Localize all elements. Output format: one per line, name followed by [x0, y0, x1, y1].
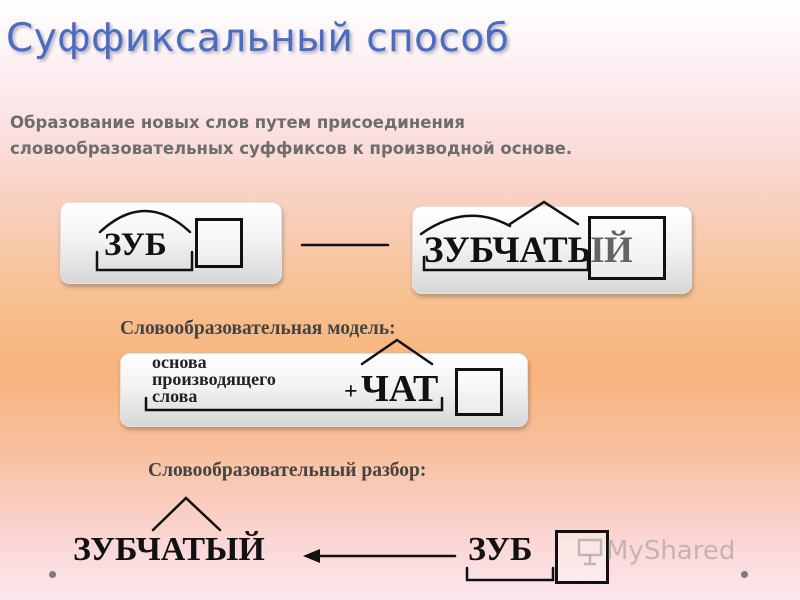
definition-text: Образование новых слов путем присоединен… — [10, 110, 770, 162]
source-ending-box — [195, 218, 243, 268]
slide-title: Суффиксальный способ — [6, 16, 510, 61]
model-ending-box — [455, 368, 503, 416]
source-base-bracket — [465, 566, 555, 582]
analysis-source-word: ЗУБ — [468, 531, 533, 568]
decorative-dot-left — [49, 571, 56, 578]
source-word-panel — [60, 202, 282, 284]
watermark-text: MyShared — [606, 536, 736, 566]
source-word: ЗУБ — [104, 227, 167, 263]
definition-line-2: словообразовательных суффиксов к произво… — [10, 139, 573, 158]
model-base-line-2: производящего — [152, 369, 276, 389]
model-base-text: основа производящего слова — [152, 352, 276, 406]
analysis-heading: Словообразовательный разбор: — [148, 460, 427, 481]
model-base-line-3: слова — [152, 386, 198, 406]
definition-line-1: Образование новых слов путем присоединен… — [10, 113, 466, 132]
model-heading: Словообразовательная модель: — [120, 318, 396, 339]
derived-ending-box — [588, 216, 666, 280]
analysis-derived-word: ЗУБЧАТЫЙ — [73, 531, 265, 568]
derivation-arrow-head — [303, 549, 320, 563]
model-plus: + — [344, 379, 358, 405]
presentation-icon — [577, 538, 603, 566]
model-suffix: ЧАТ — [361, 368, 439, 410]
model-base-line-1: основа — [152, 352, 207, 372]
suffix-hat — [151, 496, 222, 532]
decorative-dot-right — [741, 571, 748, 578]
